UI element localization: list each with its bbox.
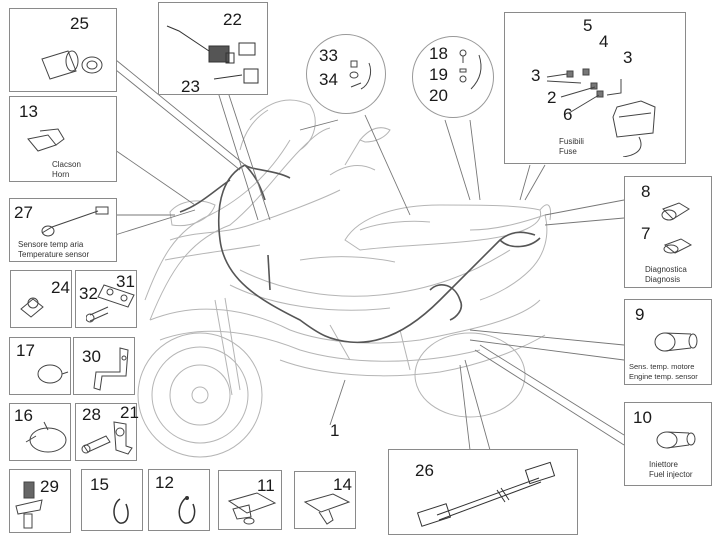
- part-number: 14: [333, 475, 352, 494]
- caption-it: Fusibili: [559, 137, 584, 146]
- part-box-27-temperature-sensor[interactable]: 27 Sensore temp aria Temperature sensor: [9, 198, 117, 262]
- part-number: 17: [16, 341, 35, 360]
- part-number: 15: [90, 475, 109, 494]
- caption-en: Fuel injector: [649, 470, 693, 479]
- part-number: 29: [40, 477, 59, 496]
- ignition-switch-icon: [41, 50, 103, 80]
- part-number: 16: [14, 406, 33, 425]
- caption-en: Horn: [52, 170, 70, 179]
- hose-clamp-icon: [37, 364, 69, 384]
- caption-it: Sens. temp. motore: [629, 362, 695, 371]
- part-number: 19: [429, 65, 448, 84]
- part-number: 23: [181, 77, 200, 96]
- extension-cable-icon: [416, 461, 556, 527]
- part-number: 34: [319, 70, 338, 89]
- clip-nut-icon: [20, 297, 44, 318]
- part-box-17[interactable]: 17: [9, 337, 71, 395]
- part-number: 27: [14, 203, 33, 222]
- part-number: 21: [120, 403, 139, 422]
- part-box-14[interactable]: 14: [294, 471, 356, 529]
- part-box-fuses[interactable]: 5 4 3 3 2 6 Fusibili Fuse: [504, 12, 686, 164]
- fuse-number-3: 3: [623, 48, 633, 67]
- caption-it: Sensore temp aria: [18, 240, 84, 249]
- part-number: 24: [51, 278, 70, 297]
- part-number: 13: [19, 102, 38, 121]
- caption-en: Engine temp. sensor: [629, 372, 698, 381]
- bolt-bracket-icon: [81, 421, 133, 455]
- part-number: 25: [70, 14, 89, 33]
- part-box-15[interactable]: 15: [81, 469, 143, 531]
- part-number: 28: [82, 405, 101, 424]
- fuse-number-6: 6: [563, 105, 573, 124]
- wiring-harness: [217, 164, 536, 344]
- part-box-25[interactable]: 25: [9, 8, 117, 92]
- part-number: 10: [633, 408, 652, 427]
- part-number: 8: [641, 182, 651, 201]
- part-number: 32: [79, 284, 98, 303]
- harness-clip-icon: [303, 493, 351, 525]
- part-number: 7: [641, 224, 651, 243]
- callout-circle-33-34[interactable]: 33 34: [306, 34, 386, 114]
- part-number: 18: [429, 44, 448, 63]
- part-box-26[interactable]: 26: [388, 449, 578, 535]
- part-number: 20: [429, 86, 448, 105]
- rear-wheel: [414, 332, 526, 418]
- part-number: 22: [223, 10, 242, 29]
- part-number: 26: [415, 461, 434, 480]
- part-box-28-21[interactable]: 28 21: [75, 403, 139, 461]
- part-box-24[interactable]: 24: [10, 270, 72, 328]
- part-label-1: 1: [330, 421, 340, 440]
- part-box-22-23[interactable]: 22 23: [158, 2, 268, 95]
- fuse-number-3: 3: [531, 66, 541, 85]
- fuse-number-5: 5: [583, 16, 593, 35]
- part-box-11[interactable]: 11: [218, 470, 282, 530]
- relay-connector-icon: [166, 25, 259, 84]
- part-box-12[interactable]: 12: [148, 469, 210, 531]
- plate-screw-icon: [86, 284, 135, 323]
- bolt-nut-icon: [459, 49, 482, 90]
- part-number: 11: [257, 476, 275, 495]
- cable-clamp-icon: [25, 421, 67, 453]
- caption-it: Iniettore: [649, 460, 678, 469]
- caption-it: Diagnostica: [645, 265, 687, 274]
- part-box-10-fuel-injector[interactable]: 10 Iniettore Fuel injector: [624, 402, 712, 486]
- horn-connector-icon: [27, 128, 65, 152]
- fuse-number-4: 4: [599, 32, 609, 51]
- screw-washer-icon: [349, 60, 372, 90]
- bracket-icon: [93, 347, 129, 391]
- fuse-box-icon: [546, 68, 656, 157]
- caption-en: Fuse: [559, 147, 577, 156]
- part-number: 30: [82, 347, 101, 366]
- caption-en: Diagnosis: [645, 275, 681, 284]
- part-box-16[interactable]: 16: [9, 403, 71, 461]
- part-box-8-7-diagnosis[interactable]: 8 7 Diagnostica Diagnosis: [624, 176, 712, 288]
- part-box-9-engine-temp-sensor[interactable]: 9 Sens. temp. motore Engine temp. sensor: [624, 299, 712, 385]
- temp-sensor-connector-icon: [654, 332, 698, 352]
- part-box-31-32[interactable]: 31 32: [75, 270, 137, 328]
- part-box-13-horn[interactable]: 13 Clacson Horn: [9, 96, 117, 182]
- part-number: 9: [635, 305, 645, 324]
- part-number: 33: [319, 46, 338, 65]
- front-wheel: [137, 332, 263, 458]
- part-number: 31: [116, 272, 135, 291]
- part-box-30[interactable]: 30: [73, 337, 135, 395]
- caption-en: Temperature sensor: [18, 250, 90, 259]
- push-clip-icon: [15, 481, 43, 529]
- caption-it: Clacson: [52, 160, 81, 169]
- fuse-number-2: 2: [547, 88, 557, 107]
- part-box-29[interactable]: 29: [9, 469, 71, 533]
- cable-tie-ring-icon: [113, 498, 129, 524]
- injector-connector-icon: [656, 431, 696, 449]
- cable-tie-ring-icon: [178, 496, 196, 524]
- air-temp-sensor-icon: [41, 206, 109, 237]
- diagnostic-connector-icon: [661, 202, 693, 254]
- callout-circle-18-19-20[interactable]: 18 19 20: [412, 36, 494, 118]
- part-number: 12: [155, 473, 174, 492]
- harness-clip-icon: [227, 492, 277, 525]
